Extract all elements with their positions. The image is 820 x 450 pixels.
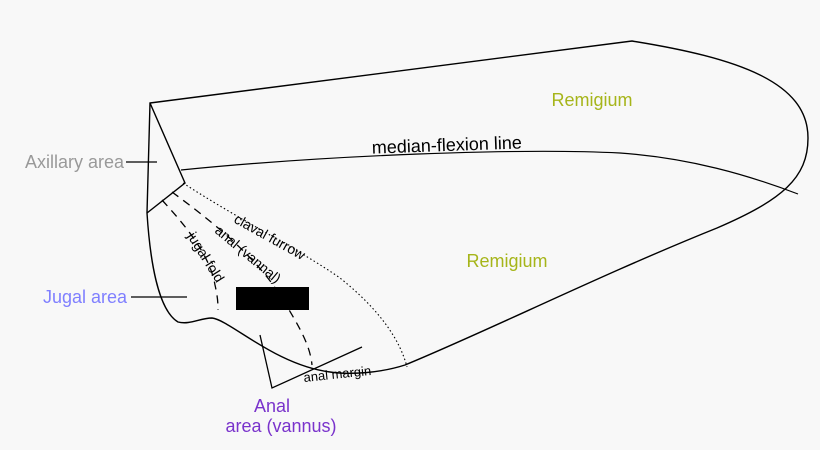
- redaction-box: [236, 287, 309, 310]
- jugal-area-label: Jugal area: [43, 287, 128, 307]
- median-flexion-label: median-flexion line: [371, 132, 522, 157]
- anal-margin-label: anal margin: [303, 363, 372, 385]
- median-flexion-line: [180, 150, 799, 195]
- axillary-sclerite: [146, 102, 186, 214]
- anal-area-bracket: [259, 334, 363, 389]
- wing-outline: [146, 40, 809, 374]
- axillary-area-label: Axillary area: [25, 152, 125, 172]
- anal-area-label-line2: area (vannus): [225, 416, 336, 436]
- remigium-label-mid: Remigium: [466, 251, 547, 271]
- anal-area-label-line1: Anal: [254, 396, 290, 416]
- remigium-label-top: Remigium: [551, 90, 632, 110]
- claval-furrow-line: [182, 182, 408, 368]
